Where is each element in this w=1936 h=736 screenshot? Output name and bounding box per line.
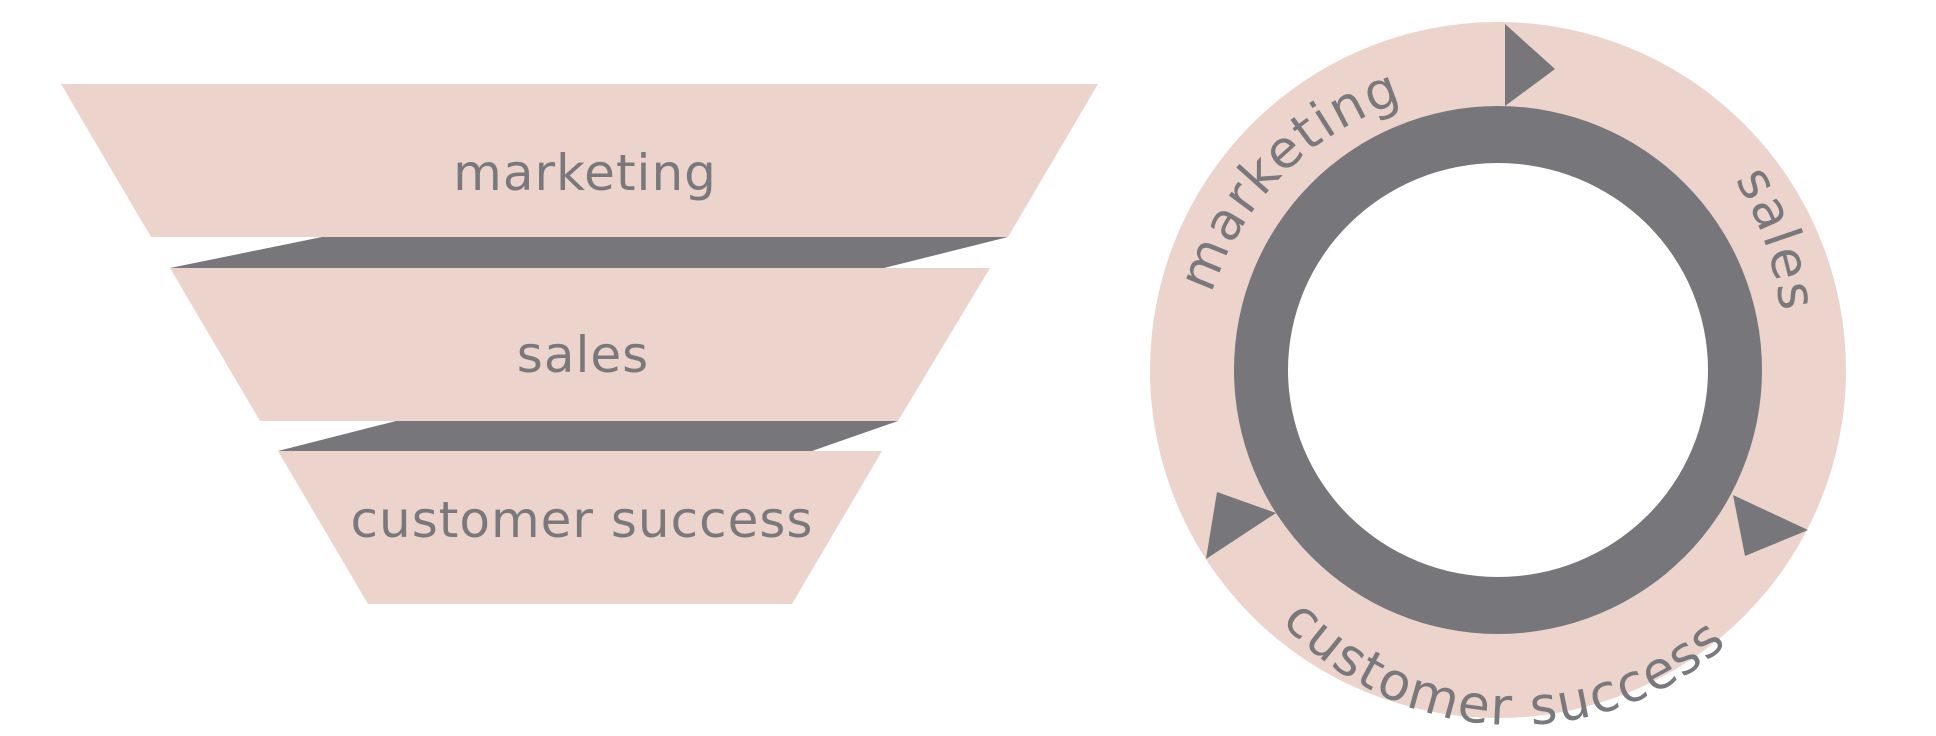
funnel-stage-sales (170, 268, 990, 421)
cycle-arrow-top (1505, 24, 1555, 106)
cycle-center (1288, 163, 1708, 577)
cycle-arrow-right (1733, 495, 1808, 556)
funnel-label-marketing: marketing (453, 144, 717, 202)
funnel-label-sales: sales (517, 326, 649, 384)
funnel-stage-customer-success (278, 451, 882, 604)
cycle-arrow-left (1206, 492, 1276, 559)
funnel-label-customer-success: customer success (351, 491, 814, 549)
funnel-connector-2 (278, 421, 898, 451)
funnel-connector-1 (170, 237, 1008, 268)
funnel-stage-marketing (61, 84, 1098, 237)
funnel: marketing sales customer success (61, 84, 1098, 604)
cycle: marketing sales customer success (1150, 22, 1846, 736)
